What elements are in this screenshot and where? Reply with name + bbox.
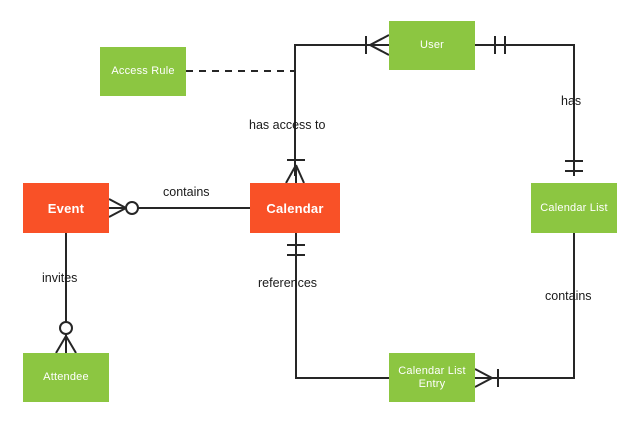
connector-calendarlist-contains-entry [475, 233, 575, 379]
entity-label-calendar: Calendar [266, 200, 324, 216]
entity-label-calendar-list: Calendar List [540, 201, 608, 214]
entity-label-access-rule: Access Rule [111, 65, 175, 77]
connector-user-has-calendar-list [475, 44, 575, 176]
entity-attendee[interactable]: Attendee [23, 353, 109, 402]
crowsfoot-user-left-lower [369, 44, 390, 56]
entity-user[interactable]: User [389, 21, 475, 70]
entity-calendar-list-entry[interactable]: Calendar List Entry [389, 353, 475, 402]
entity-label-user: User [419, 39, 445, 51]
crowsfoot-event-right-lower [108, 207, 127, 218]
crowsfoot-entry-right-upper [474, 368, 493, 379]
connector-calendar-references-entry [295, 233, 389, 379]
connector-has-access-to [294, 44, 389, 176]
cardinality-circle-attendee-top [59, 321, 73, 335]
crowsfoot-user-left-upper [369, 34, 390, 46]
relationship-label-invites: invites [42, 271, 78, 285]
crowsfoot-event-right-upper [108, 198, 127, 209]
relationship-label-contains-list-entry: contains [545, 289, 592, 303]
crowsfoot-attendee-top-right [65, 335, 77, 354]
crowsfoot-calendar-top-left [285, 164, 297, 184]
crowsfoot-entry-right-lower [474, 377, 493, 388]
crowsfoot-attendee-top-left [55, 335, 67, 354]
cardinality-circle-event-right [125, 201, 139, 215]
relationship-label-has-access-to: has access to [249, 118, 326, 132]
entity-label-calendar-list-entry-line1: Calendar List [398, 364, 466, 377]
entity-calendar-list[interactable]: Calendar List [531, 183, 617, 233]
entity-calendar[interactable]: Calendar [250, 183, 340, 233]
relationship-label-has-user-calendar-list: has [561, 94, 582, 108]
entity-label-event: Event [47, 200, 85, 216]
entity-event[interactable]: Event [23, 183, 109, 233]
entity-label-attendee: Attendee [43, 371, 89, 383]
relationship-label-references: references [258, 276, 318, 290]
relationship-label-contains-event-calendar: contains [163, 185, 210, 199]
entity-access-rule[interactable]: Access Rule [100, 47, 186, 96]
crowsfoot-calendar-top-right [295, 164, 305, 184]
entity-label-calendar-list-entry-line2: Entry [418, 377, 446, 390]
